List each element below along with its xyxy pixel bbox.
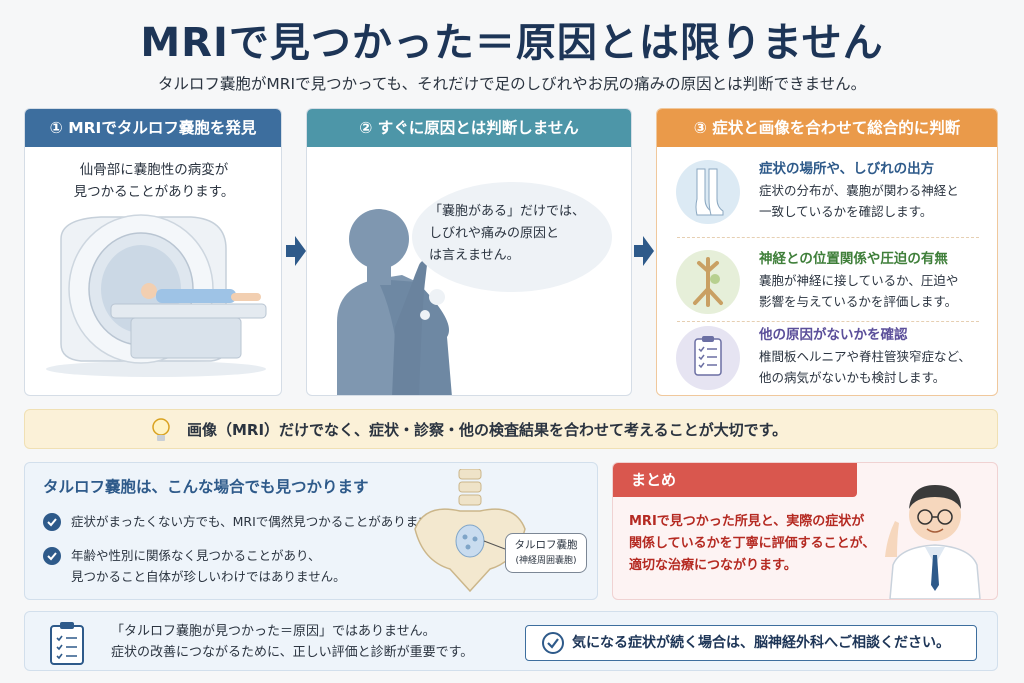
step3-item-other: 他の原因がないかを確認 椎間板ヘルニアや脊柱管狭窄症など、 他の病気がないかも検…: [667, 319, 989, 395]
item-body: 椎間板ヘルニアや脊柱管狭窄症など、 他の病気がないかも検討します。: [759, 346, 971, 388]
step2-header: ② すぐに原因とは判断しません: [307, 109, 631, 147]
divider: [677, 321, 979, 322]
found-heading: タルロフ嚢胞は、こんな場合でも見つかります: [43, 478, 369, 496]
consult-callout: 気になる症状が続く場合は、脳神経外科へご相談ください。: [525, 625, 977, 661]
step3-item-nerve: 神経との位置関係や圧迫の有無 嚢胞が神経に接しているか、圧迫や 影響を与えている…: [667, 243, 989, 323]
key-point-banner: 画像（MRI）だけでなく、症状・診察・他の検査結果を合わせて考えることが大切です…: [24, 409, 998, 449]
summary-tab: まとめ: [613, 463, 857, 497]
legs-icon: [676, 160, 740, 224]
arrow-right-icon: [286, 236, 306, 266]
mri-scanner-illustration: [46, 214, 267, 377]
consult-text: 気になる症状が続く場合は、脳神経外科へご相談ください。: [572, 635, 950, 651]
item-body: 症状の分布が、嚢胞が関わる神経と 一致しているかを確認します。: [759, 180, 959, 222]
check-circle-icon: [43, 547, 61, 565]
item-line: 症状の分布が、嚢胞が関わる神経と: [759, 183, 959, 198]
page-title: MRIで見つかった＝原因とは限りません: [140, 20, 884, 66]
footer-text: 「タルロフ嚢胞が見つかった＝原因」ではありません。 症状の改善につながるために、…: [111, 621, 473, 663]
pelvis-illustration: [414, 469, 526, 593]
item-line: 影響を与えているかを評価します。: [759, 294, 958, 309]
summary-line: MRIで見つかった所見と、実際の症状が: [629, 514, 865, 529]
cyst-label-main: タルロフ嚢胞: [514, 539, 578, 551]
item-body: 嚢胞が神経に接しているか、圧迫や 影響を与えているかを評価します。: [759, 270, 958, 312]
clipboard-icon: [50, 622, 84, 665]
found-line: 症状がまったくない方でも、MRIで偶然見つかることがあります。: [71, 514, 443, 529]
nerve-icon: [676, 250, 740, 314]
check-circle-icon: [542, 632, 564, 654]
summary-line: 適切な治療につながります。: [629, 558, 797, 573]
speech-bubble-text: 「嚢胞がある」だけでは、 しびれや痛みの原因と は言えません。: [429, 201, 597, 267]
item-line: 嚢胞が神経に接しているか、圧迫や: [759, 273, 959, 288]
step1-line: 見つかることがあります。: [73, 184, 235, 200]
bubble-line: 「嚢胞がある」だけでは、: [429, 204, 586, 219]
arrow-right-icon: [634, 236, 654, 266]
doctor-illustration: [885, 485, 981, 599]
summary-line: 関係しているかを丁寧に評価することが、: [629, 536, 876, 551]
item-heading: 症状の場所や、しびれの出方: [759, 161, 935, 177]
divider: [677, 237, 979, 238]
item-heading: 神経との位置関係や圧迫の有無: [759, 251, 948, 267]
lightbulb-icon: [152, 418, 170, 441]
check-circle-icon: [43, 513, 61, 531]
cyst-label-sub: (神経周囲嚢胞): [515, 556, 577, 566]
item-heading: 他の原因がないかを確認: [759, 327, 908, 343]
page-subtitle: タルロフ嚢胞がMRIで見つかっても、それだけで足のしびれやお尻の痛みの原因とは判…: [157, 75, 867, 93]
item-line: 一致しているかを確認します。: [759, 204, 933, 219]
step3-header: ③ 症状と画像を合わせて総合的に判断: [657, 109, 997, 147]
step1-line: 仙骨部に嚢胞性の病変が: [79, 162, 229, 178]
banner-text: 画像（MRI）だけでなく、症状・診察・他の検査結果を合わせて考えることが大切です…: [187, 421, 788, 439]
step3-panel: ③ 症状と画像を合わせて総合的に判断 症状の場所や、しびれの出方 症状の分布が、…: [656, 108, 998, 396]
found-line: 見つかること自体が珍しいわけではありません。: [71, 569, 346, 584]
thinking-person-illustration: [337, 182, 612, 395]
bubble-line: は言えません。: [429, 248, 520, 263]
step1-panel: ① MRIでタルロフ嚢胞を発見 仙骨部に嚢胞性の病変が 見つかることがあります。: [24, 108, 282, 396]
footer-box: 「タルロフ嚢胞が見つかった＝原因」ではありません。 症状の改善につながるために、…: [24, 611, 998, 671]
summary-text: MRIで見つかった所見と、実際の症状が 関係しているかを丁寧に評価することが、 …: [629, 511, 875, 577]
found-line: 年齢や性別に関係なく見つかることがあり、: [71, 548, 321, 563]
summary-box: まとめ MRIで見つかった所見と、実際の症状が 関係しているかを丁寧に評価するこ…: [612, 462, 998, 600]
item-line: 椎間板ヘルニアや脊柱管狭窄症など、: [759, 349, 971, 364]
footer-line: 症状の改善につながるために、正しい評価と診断が重要です。: [111, 645, 474, 660]
item-line: 他の病気がないかも検討します。: [759, 370, 946, 385]
step1-text: 仙骨部に嚢胞性の病変が 見つかることがあります。: [25, 159, 281, 203]
step2-panel: ② すぐに原因とは判断しません 「嚢胞がある」だけでは、 しびれや痛みの原因と …: [306, 108, 632, 396]
step1-header: ① MRIでタルロフ嚢胞を発見: [25, 109, 281, 147]
found-cases-box: タルロフ嚢胞は、こんな場合でも見つかります 症状がまったくない方でも、MRIで偶…: [24, 462, 598, 600]
step3-item-symptoms: 症状の場所や、しびれの出方 症状の分布が、嚢胞が関わる神経と 一致しているかを確…: [667, 153, 989, 233]
checklist-icon: [676, 326, 740, 390]
footer-line: 「タルロフ嚢胞が見つかった＝原因」ではありません。: [111, 624, 436, 639]
bubble-line: しびれや痛みの原因と: [429, 226, 560, 241]
cyst-label: タルロフ嚢胞 (神経周囲嚢胞): [505, 533, 587, 573]
